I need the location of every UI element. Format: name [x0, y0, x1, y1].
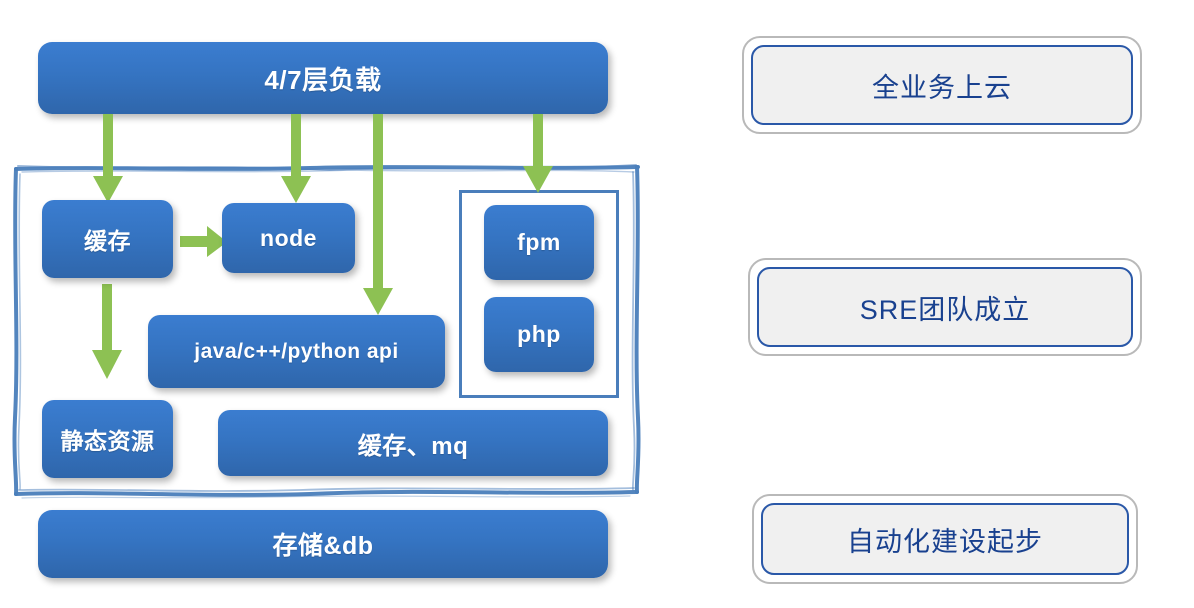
- milestone-panel-cloud[interactable]: 全业务上云: [742, 36, 1142, 134]
- node-storage-db-label: 存储&db: [272, 532, 374, 560]
- milestone-sre-label: SRE团队成立: [859, 294, 1031, 325]
- node-static-resources-label: 静态资源: [60, 428, 155, 454]
- node-load-balancer-label: 4/7层负载: [264, 64, 382, 95]
- milestone-automation-label: 自动化建设起步: [847, 526, 1043, 557]
- node-cache-mq[interactable]: 缓存、mq: [218, 410, 608, 476]
- node-node-label: node: [260, 224, 317, 251]
- milestone-sre-inner: SRE团队成立: [757, 267, 1133, 347]
- node-cache-mq-label: 缓存、mq: [357, 432, 469, 460]
- milestone-automation-inner: 自动化建设起步: [761, 503, 1129, 575]
- milestone-panel-automation[interactable]: 自动化建设起步: [752, 494, 1138, 584]
- arrow-cache-to-node: [180, 226, 228, 258]
- node-api[interactable]: java/c++/python api: [148, 315, 445, 388]
- node-node[interactable]: node: [222, 203, 355, 273]
- node-load-balancer[interactable]: 4/7层负载: [38, 42, 608, 114]
- node-static-resources[interactable]: 静态资源: [42, 400, 173, 478]
- node-api-label: java/c++/python api: [194, 339, 399, 363]
- arrow-lb-to-fpm: [522, 114, 554, 194]
- arrow-lb-to-node: [280, 114, 312, 204]
- node-php-label: php: [517, 321, 561, 347]
- milestone-panel-sre[interactable]: SRE团队成立: [748, 258, 1142, 356]
- node-fpm-label: fpm: [517, 229, 561, 255]
- arrow-cache-to-static: [91, 284, 123, 380]
- node-cache-label: 缓存: [84, 228, 131, 254]
- milestone-cloud-label: 全业务上云: [872, 72, 1012, 103]
- milestone-cloud-inner: 全业务上云: [751, 45, 1133, 125]
- node-storage-db[interactable]: 存储&db: [38, 510, 608, 578]
- node-cache[interactable]: 缓存: [42, 200, 173, 278]
- arrow-lb-to-cache: [92, 114, 124, 204]
- arrow-lb-to-api: [362, 114, 394, 316]
- node-fpm[interactable]: fpm: [484, 205, 594, 280]
- node-php[interactable]: php: [484, 297, 594, 372]
